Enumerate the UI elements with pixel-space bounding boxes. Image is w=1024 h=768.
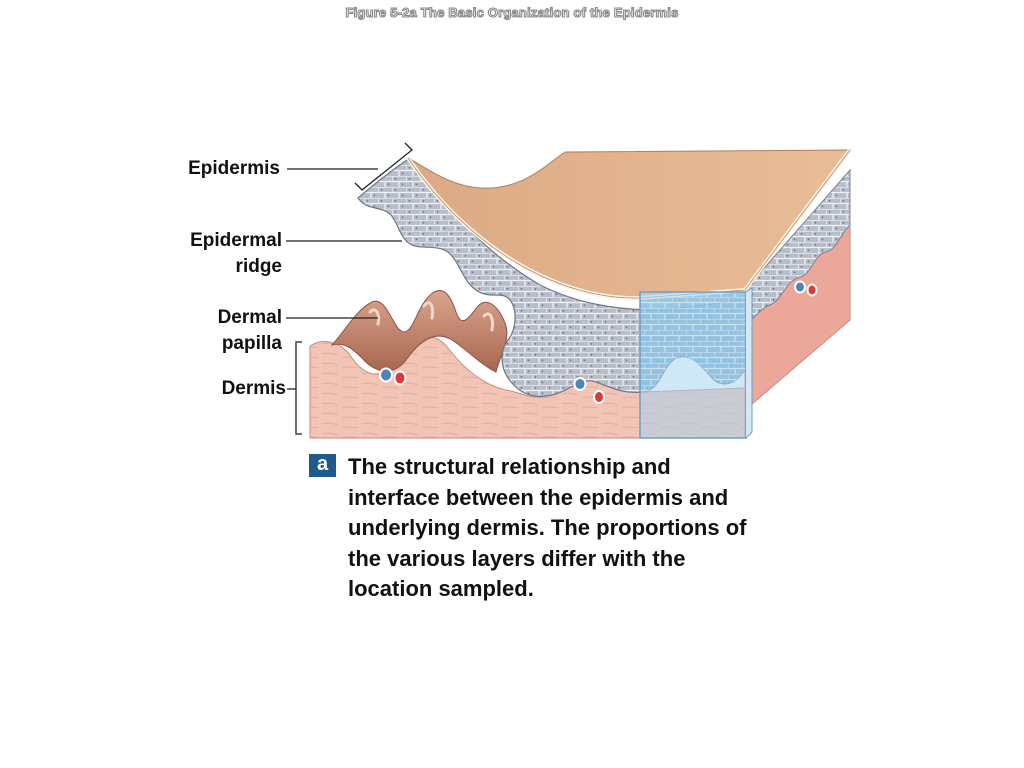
- dermis-bracket: [295, 341, 302, 435]
- epidermis-bracket: [354, 142, 413, 191]
- label-dermal-papilla: Dermal papilla: [218, 305, 282, 357]
- figure-title: Figure 5-2a The Basic Organization of th…: [345, 4, 679, 20]
- figure-caption: The structural relationship and interfac…: [348, 454, 747, 601]
- label-epidermal-ridge-line1: Epidermal: [190, 230, 282, 251]
- label-dermal-papilla-line1: Dermal: [217, 307, 282, 328]
- sample-highlight-box: [639, 287, 753, 439]
- label-dermis: Dermis: [221, 378, 286, 399]
- panel-letter-badge: a: [309, 454, 336, 477]
- label-epidermal-ridge-line2: ridge: [235, 256, 282, 277]
- label-epidermal-ridge: Epidermal ridge: [190, 228, 282, 280]
- epidermis-right-side: [744, 168, 851, 326]
- blood-vessels: [379, 280, 818, 404]
- label-dermal-papilla-line2: papilla: [221, 333, 282, 354]
- label-epidermis: Epidermis: [188, 158, 280, 179]
